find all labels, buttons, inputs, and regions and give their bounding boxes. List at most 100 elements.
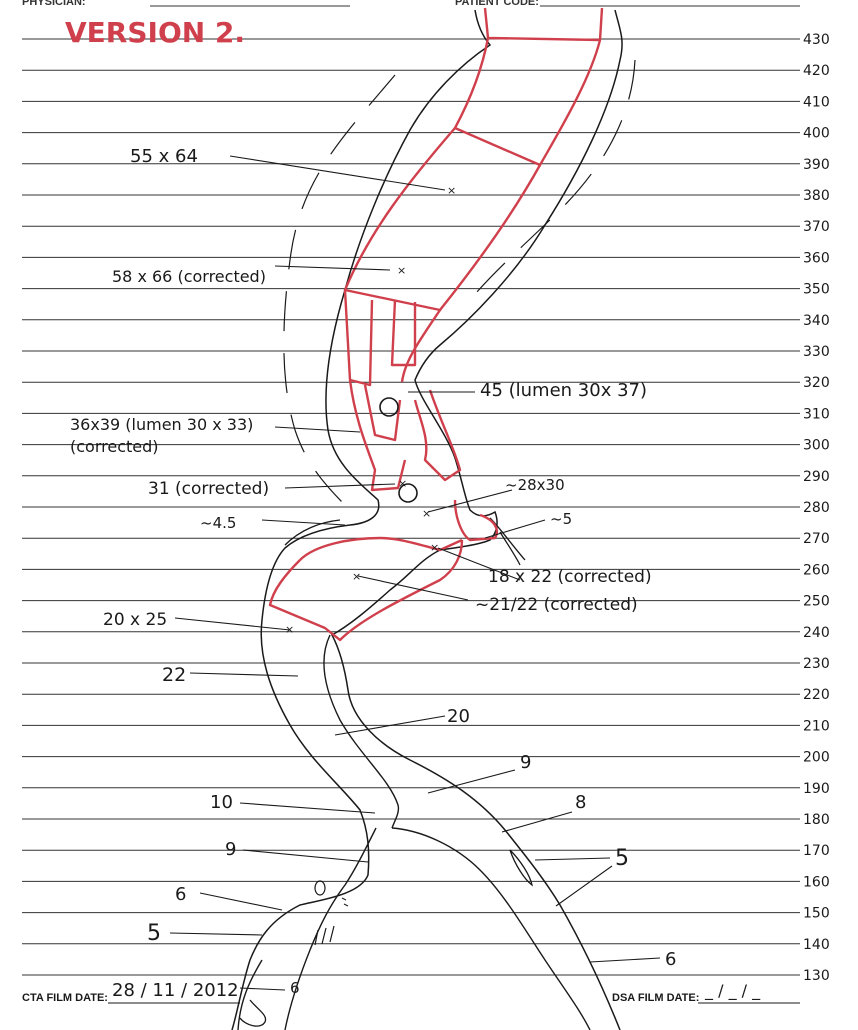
scale-label: 380 <box>803 188 830 204</box>
branch-stub <box>510 850 532 885</box>
stent-iliac-body <box>270 540 462 640</box>
leader-5-right-a <box>535 858 610 860</box>
scale-label: 170 <box>803 843 830 859</box>
annotation-45-lumen: 45 (lumen 30x 37) <box>480 380 647 401</box>
x-mark: × <box>430 541 439 554</box>
annotation-20: 20 <box>447 706 470 727</box>
leader-8 <box>502 812 572 832</box>
scale-label: 290 <box>803 469 830 485</box>
version-note: VERSION 2. <box>65 16 245 49</box>
scale-label: 230 <box>803 656 830 672</box>
scale-label: 210 <box>803 718 830 734</box>
leader-6-right <box>590 958 660 962</box>
annotation-36x39-corrected: (corrected) <box>70 437 159 456</box>
scale-label: 420 <box>803 63 830 79</box>
x-mark: × <box>285 623 294 636</box>
annotation-10: 10 <box>210 792 233 813</box>
scale-label: 330 <box>803 344 830 360</box>
annotation-5-renal: ~5 <box>550 510 572 528</box>
annotation-20x25: 20 x 25 <box>103 610 167 630</box>
annotation-21-22: ~21/22 (corrected) <box>475 595 638 615</box>
stent-leg-left <box>345 290 372 385</box>
annotation-22: 22 <box>162 664 186 686</box>
scale-label: 150 <box>803 906 830 922</box>
stent-right-limb <box>415 390 460 480</box>
leader-31 <box>285 484 395 488</box>
small-dots <box>342 898 348 906</box>
scale-label: 250 <box>803 594 830 610</box>
patient-code-label: PATIENT CODE: <box>455 0 539 8</box>
leader-36x39 <box>275 427 360 432</box>
scale-label: 410 <box>803 94 830 110</box>
scale-label: 160 <box>803 874 830 890</box>
leader-5-left <box>170 933 262 935</box>
x-mark: × <box>398 477 407 490</box>
x-mark: × <box>447 184 456 197</box>
annotation-5-right: 5 <box>615 846 629 871</box>
dashed-outline-left <box>284 75 395 505</box>
scale-label: 400 <box>803 126 830 142</box>
annotation-9-right: 9 <box>520 752 531 773</box>
stent-mid-body <box>345 128 540 310</box>
leader-21-22 <box>358 576 468 600</box>
annotation-8: 8 <box>575 792 586 813</box>
annotation-4-5: ~4.5 <box>200 514 236 532</box>
scale-label: 370 <box>803 219 830 235</box>
tick-marks <box>315 926 334 945</box>
scale-label: 280 <box>803 500 830 516</box>
vessel-right-wall <box>332 10 622 1030</box>
leader-9-right <box>428 770 515 793</box>
leader-9-left <box>243 850 368 862</box>
scale-label: 220 <box>803 687 830 703</box>
annotation-6-right: 6 <box>665 949 676 970</box>
x-mark: × <box>422 507 431 520</box>
x-mark: × <box>352 570 361 583</box>
vessel-inner-upper <box>324 635 399 828</box>
scale-label: 300 <box>803 438 830 454</box>
leader-5-right-b <box>556 866 612 906</box>
iliac-curl <box>240 1000 266 1026</box>
scale-label: 190 <box>803 781 830 797</box>
physician-label: PHYSICIAN: <box>22 0 86 8</box>
right-renal-branch-2 <box>500 532 520 565</box>
annotation-36x39: 36x39 (lumen 30 x 33) <box>70 415 253 434</box>
scale-label: 240 <box>803 625 830 641</box>
annotation-58x66: 58 x 66 (corrected) <box>112 267 266 286</box>
scale-label: 180 <box>803 812 830 828</box>
annotation-6-left: 6 <box>175 884 186 905</box>
dsa-date-value: _ / _ / _ <box>704 981 761 1001</box>
scale-label: 130 <box>803 968 830 984</box>
x-mark: × <box>397 264 406 277</box>
scale-label: 140 <box>803 937 830 953</box>
scale-label: 320 <box>803 375 830 391</box>
scale-label: 200 <box>803 750 830 766</box>
scale-label: 310 <box>803 406 830 422</box>
scale-label: 390 <box>803 157 830 173</box>
annotation-31: 31 (corrected) <box>148 479 269 499</box>
leader-58x66 <box>275 266 390 270</box>
scale-label: 260 <box>803 562 830 578</box>
cta-date-value: 28 / 11 / 2012 <box>112 980 239 1001</box>
leader-22 <box>190 673 298 676</box>
leader-55x64 <box>230 156 445 190</box>
annotation-55x64: 55 x 64 <box>130 146 198 167</box>
scale-label: 360 <box>803 250 830 266</box>
annotation-5-left: 5 <box>147 921 161 946</box>
stent-right-edge <box>402 310 440 382</box>
scale-label: 340 <box>803 313 830 329</box>
cta-date-label: CTA FILM DATE: <box>22 992 108 1004</box>
scale-label: 350 <box>803 282 830 298</box>
leader-6-left <box>200 893 282 910</box>
annotation-9-left: 9 <box>225 839 236 860</box>
scale-labels: 430 420 410 400 390 380 370 360 350 340 330 320 310 3… <box>803 32 830 984</box>
stent-renal-limb <box>455 500 497 540</box>
small-loop-mark <box>315 881 325 895</box>
right-iliac-inner <box>392 828 590 1030</box>
scale-label: 430 <box>803 32 830 48</box>
annotation-6-bottom: 6 <box>290 979 300 997</box>
scale-label: 270 <box>803 531 830 547</box>
annotation-28x30: ~28x30 <box>505 476 565 494</box>
leader-18x22 <box>438 548 520 580</box>
